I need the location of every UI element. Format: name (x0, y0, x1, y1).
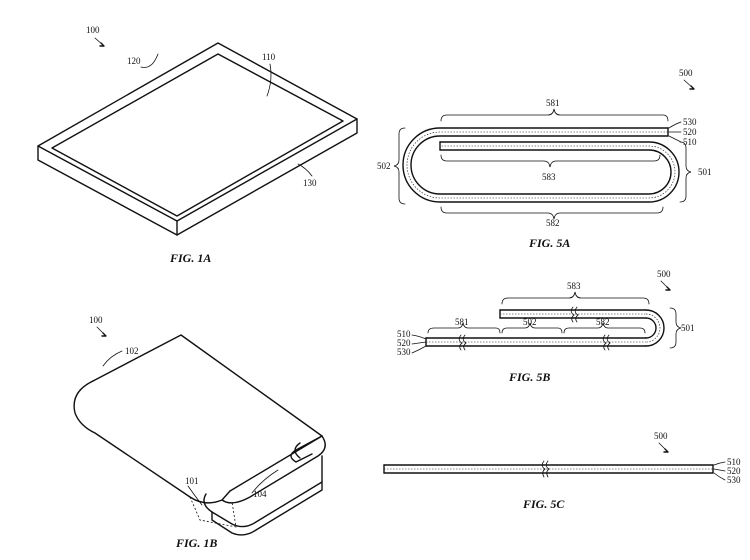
fig-1a: 100 120 110 130 FIG. 1A (37, 25, 358, 265)
brace-581 (440, 108, 669, 122)
ref-520-5c: 520 (727, 466, 741, 476)
ref-530-5c: 530 (727, 475, 741, 485)
leaders-layers-5a (668, 121, 682, 143)
ref-100-1a: 100 (86, 25, 100, 35)
fig-5a: 500 581 583 582 502 501 530 520 51 (377, 68, 712, 250)
ref-502-5a: 502 (377, 161, 391, 171)
ref-510-5b: 510 (397, 329, 411, 339)
multilayer-fold-partial (425, 306, 665, 351)
ref-102: 102 (125, 346, 139, 356)
brace-583-5b (501, 291, 650, 305)
brace-583-5a (440, 154, 661, 168)
ref-510-5c: 510 (727, 457, 741, 467)
ref-520-5a: 520 (683, 127, 697, 137)
caption-fig-5c: FIG. 5C (522, 497, 565, 511)
caption-fig-1b: FIG. 1B (175, 536, 217, 550)
ref-130: 130 (303, 178, 317, 188)
fig-1b: 100 102 101 104 FIG. 1B (73, 315, 326, 550)
ref-583-5b: 583 (567, 281, 581, 291)
brace-582-5b (563, 322, 646, 334)
leaders-layers-5b (411, 334, 427, 354)
arrow-100-1a (99, 42, 105, 47)
ref-520-5b: 520 (397, 338, 411, 348)
ref-510-5a: 510 (683, 137, 697, 147)
ref-501-5b: 501 (681, 323, 695, 333)
screen-area (51, 53, 344, 217)
caption-fig-5a: FIG. 5A (528, 236, 570, 250)
tablet-device (37, 42, 358, 236)
brace-502-5a (393, 127, 406, 205)
multilayer-fold-u (402, 127, 680, 203)
leader-110 (266, 63, 272, 97)
brace-582-5a (440, 206, 664, 220)
leader-104 (251, 469, 279, 494)
arrow-500-5c (663, 448, 669, 453)
arrow-500-5b (665, 286, 671, 291)
ref-583-5a: 583 (542, 172, 556, 182)
ref-501-5a: 501 (698, 167, 712, 177)
brace-501-5b (669, 307, 682, 349)
leader-102 (102, 350, 123, 367)
ref-582-5a: 582 (546, 218, 560, 228)
fig-5c: 500 510 520 530 FIG. 5C (383, 431, 741, 511)
ref-120: 120 (127, 56, 141, 66)
leader-130 (297, 163, 313, 177)
ref-500-5c: 500 (654, 431, 668, 441)
arrow-100-1b (101, 332, 107, 337)
ref-101: 101 (185, 476, 199, 486)
ref-530-5b: 530 (397, 347, 411, 357)
multilayer-flat (383, 460, 714, 478)
fig-5b: 500 583 581 502 (397, 269, 695, 384)
ref-502-5b: 502 (523, 317, 537, 327)
leaders-layers-5c (713, 461, 726, 481)
ref-581-5b: 581 (455, 317, 469, 327)
caption-fig-1a: FIG. 1A (169, 251, 211, 265)
ref-500-5b: 500 (657, 269, 671, 279)
ref-581: 581 (546, 98, 560, 108)
brace-502-5b (501, 322, 563, 334)
brace-501-5a (679, 141, 692, 203)
arrow-500-5a (689, 85, 695, 90)
ref-500-5a: 500 (679, 68, 693, 78)
leader-120 (140, 53, 159, 68)
ref-110: 110 (262, 52, 276, 62)
ref-100-1b: 100 (89, 315, 103, 325)
leader-101 (187, 485, 203, 506)
brace-581-5b (427, 322, 501, 334)
ref-530-5a: 530 (683, 117, 697, 127)
ref-104: 104 (253, 489, 267, 499)
caption-fig-5b: FIG. 5B (508, 370, 550, 384)
folded-device (73, 334, 326, 536)
ref-582-5b: 582 (596, 317, 610, 327)
